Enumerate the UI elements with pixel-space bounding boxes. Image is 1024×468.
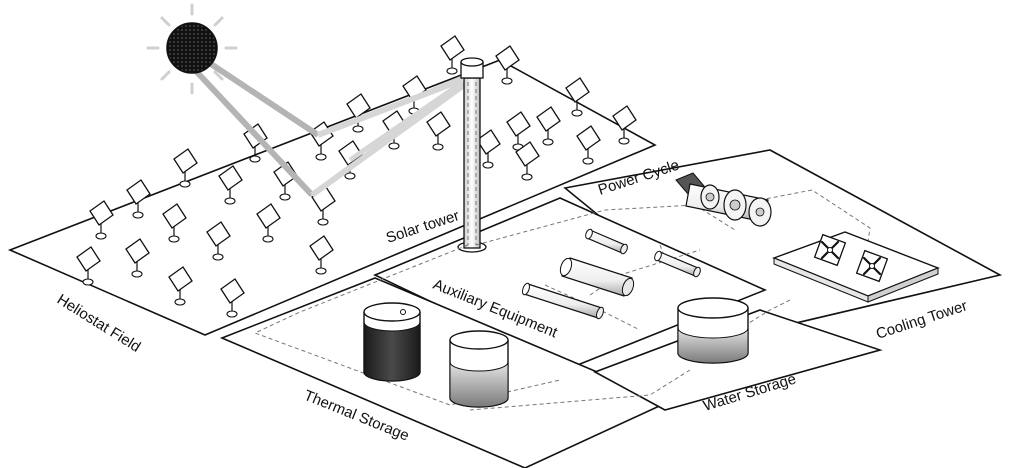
- reflected-beams: [310, 75, 466, 198]
- heliostat-array: [76, 35, 637, 318]
- heliostat-icon: [256, 203, 281, 243]
- heliostat-icon: [125, 238, 150, 278]
- heliostat-icon: [162, 203, 187, 243]
- heliostat-icon: [495, 45, 520, 85]
- aux-cylinder-2: [654, 250, 701, 278]
- heliostat-icon: [440, 35, 465, 75]
- heliostat-icon: [168, 266, 193, 306]
- fan-icon: [813, 233, 847, 267]
- heliostat-icon: [476, 129, 501, 169]
- incoming-sun-beams: [192, 57, 320, 198]
- heliostat-icon: [338, 140, 363, 180]
- heliostat-icon: [273, 161, 298, 201]
- fan-icon: [855, 249, 889, 283]
- heliostat-icon: [89, 200, 114, 240]
- aux-cylinder-1: [585, 228, 628, 255]
- heliostat-icon: [536, 106, 561, 146]
- aux-cylinder-3: [559, 257, 635, 297]
- cold-storage-tank: [449, 330, 509, 408]
- sun-rays: [146, 3, 238, 95]
- solar-tower: [457, 57, 487, 253]
- heliostat-icon: [346, 93, 371, 133]
- sun-icon: [166, 22, 218, 74]
- hot-storage-tank: [363, 302, 421, 382]
- heliostat-icon: [426, 111, 451, 151]
- heliostat-icon: [218, 165, 243, 205]
- heliostat-icon: [206, 221, 231, 261]
- heliostat-icon: [309, 235, 334, 275]
- heliostat-icon: [612, 105, 637, 145]
- cooling-tower: [772, 231, 940, 303]
- heliostat-icon: [173, 148, 198, 188]
- water-storage-tank: [677, 297, 749, 364]
- heliostat-icon: [76, 246, 101, 286]
- heliostat-icon: [126, 179, 151, 219]
- turbine-icon: [675, 172, 772, 227]
- heliostat-icon: [576, 125, 601, 165]
- cooling-tower-label: Cooling Tower: [874, 297, 969, 342]
- heliostat-icon: [565, 77, 590, 117]
- aux-cylinder-4: [522, 282, 604, 320]
- heliostat-icon: [515, 141, 540, 181]
- heliostat-icon: [220, 278, 245, 318]
